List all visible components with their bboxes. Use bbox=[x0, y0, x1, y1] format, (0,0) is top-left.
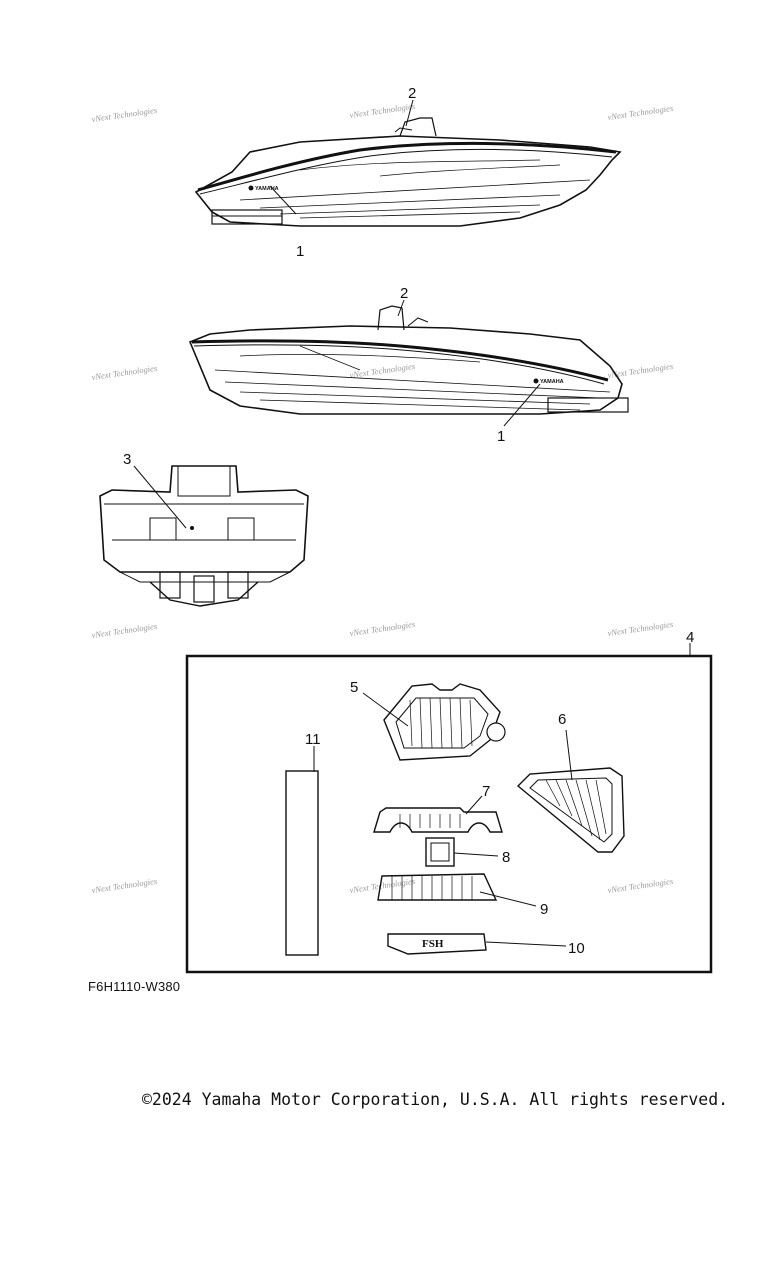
yamaha-logo-decal: YAMAHA bbox=[540, 379, 564, 385]
watermark: vNext Technologies bbox=[349, 876, 416, 895]
boat-port-side-illustration: YAMAHA bbox=[194, 117, 622, 227]
callout-4: 4 bbox=[686, 629, 694, 646]
watermark: vNext Technologies bbox=[607, 103, 674, 122]
side-mat-part-6 bbox=[516, 767, 625, 853]
callout-9: 9 bbox=[540, 901, 548, 918]
fsh-label: FSH bbox=[422, 938, 444, 950]
callout-8: 8 bbox=[502, 849, 510, 866]
rear-mat-part-9 bbox=[377, 873, 498, 901]
watermark: vNext Technologies bbox=[91, 876, 158, 895]
watermarks: vNext Technologies vNext Technologies vN… bbox=[91, 101, 674, 895]
logo-mat-part-10: FSH bbox=[387, 933, 487, 955]
copyright-notice: ©2024 Yamaha Motor Corporation, U.S.A. A… bbox=[142, 1090, 729, 1109]
callout-7: 7 bbox=[482, 783, 490, 800]
bow-mat-part-5 bbox=[383, 683, 506, 761]
watermark: vNext Technologies bbox=[607, 876, 674, 895]
boat-starboard-side-illustration: YAMAHA bbox=[188, 305, 629, 415]
watermark: vNext Technologies bbox=[349, 361, 416, 380]
boat-transom-rear-view bbox=[99, 465, 309, 607]
watermark: vNext Technologies bbox=[91, 363, 158, 382]
diagram-part-code: F6H1110-W380 bbox=[88, 979, 181, 994]
callout-2: 2 bbox=[400, 285, 408, 302]
watermark: vNext Technologies bbox=[91, 621, 158, 640]
watermark: vNext Technologies bbox=[607, 619, 674, 638]
callout-5: 5 bbox=[350, 679, 358, 696]
callout-1: 1 bbox=[497, 428, 505, 445]
yamaha-logo-decal: YAMAHA bbox=[255, 186, 279, 192]
callout-11: 11 bbox=[305, 731, 321, 748]
callout-2: 2 bbox=[408, 85, 416, 102]
callout-6: 6 bbox=[558, 711, 566, 728]
step-mat-part-7 bbox=[373, 807, 503, 833]
strip-mat-part-11 bbox=[285, 770, 319, 956]
callout-3: 3 bbox=[123, 451, 131, 468]
parts-diagram: vNext Technologies vNext Technologies vN… bbox=[91, 85, 713, 974]
small-mat-part-8 bbox=[425, 837, 455, 867]
callout-1: 1 bbox=[296, 243, 304, 260]
callout-10: 10 bbox=[568, 940, 585, 957]
watermark: vNext Technologies bbox=[91, 105, 158, 124]
watermark: vNext Technologies bbox=[349, 101, 416, 120]
watermark: vNext Technologies bbox=[349, 619, 416, 638]
mat-kit-frame bbox=[185, 654, 713, 974]
